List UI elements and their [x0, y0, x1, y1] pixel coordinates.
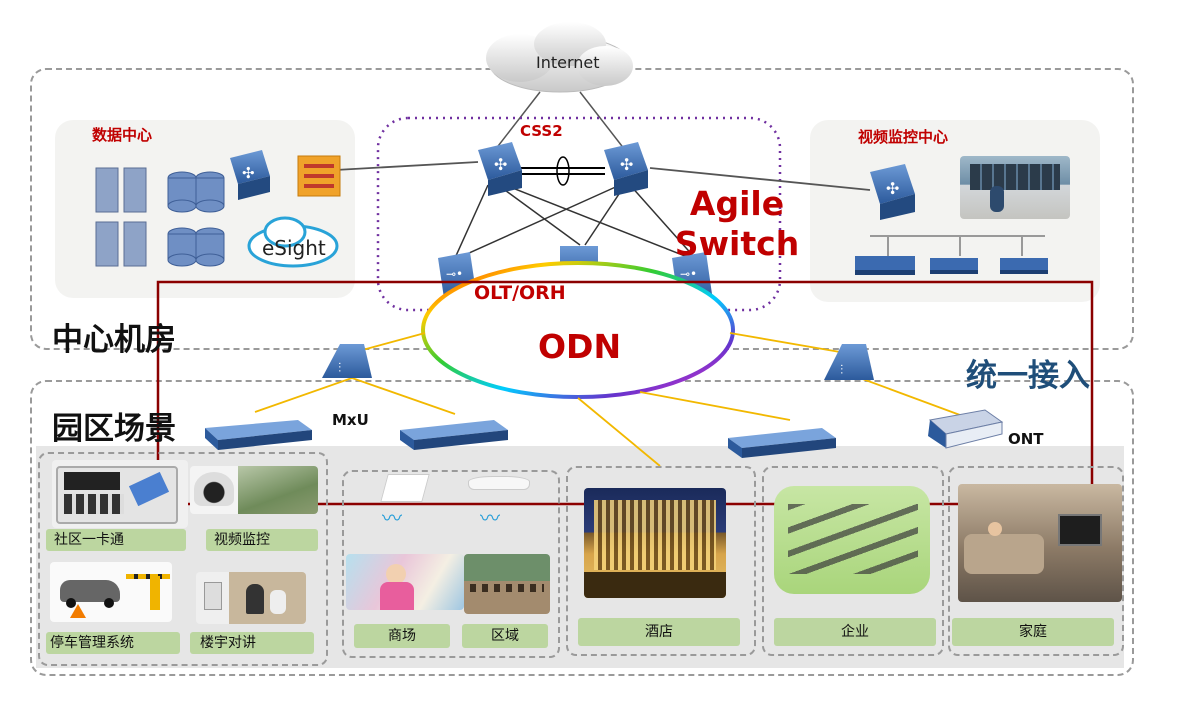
parking-photo [50, 562, 172, 622]
mxu-enterprise-icon [728, 428, 836, 458]
storage-icons [167, 171, 225, 267]
hotel-group [566, 466, 756, 656]
mxu-right-icon [400, 420, 508, 450]
firewall-icon [297, 155, 341, 197]
video-center-label: 视频监控中心 [858, 128, 949, 146]
css2-label: CSS2 [520, 122, 563, 140]
video-switch-icon: ✣ [870, 164, 915, 220]
video-caption: 视频监控 [206, 529, 318, 551]
card-reader-photo [52, 460, 188, 528]
intercom-caption: 楼宇对讲 [190, 632, 314, 654]
esight-label: eSight [262, 236, 326, 260]
splitter-right-icon: ⫶ [824, 344, 874, 380]
agile-switch-label: Agile Switch [674, 184, 800, 263]
home-caption: 家庭 [952, 618, 1114, 646]
svg-text:⊸•: ⊸• [446, 267, 463, 281]
olt-label: OLT/ORH [474, 282, 566, 304]
wifi-ap2-icon [468, 476, 530, 490]
area-caption: 区域 [462, 624, 548, 648]
wifi-signal-left-icon: 〰 [382, 506, 402, 530]
mall-group [342, 470, 560, 658]
mall-caption: 商场 [354, 624, 450, 648]
enterprise-photo [774, 486, 930, 594]
core-switch-left-icon: ✣ [478, 142, 522, 196]
esight-cloud-icon [247, 216, 339, 268]
svg-text:✣: ✣ [620, 155, 633, 174]
svg-text:✣: ✣ [494, 155, 507, 174]
ont-label: ONT [1008, 430, 1044, 448]
home-group [948, 466, 1124, 656]
monitoring-room-photo [960, 156, 1070, 219]
parking-caption: 停车管理系统 [46, 632, 180, 654]
odn-ring [421, 261, 735, 399]
mxu-left-icon [205, 420, 312, 450]
community-group [38, 452, 328, 666]
svg-text:✣: ✣ [886, 179, 899, 198]
server-icons [95, 167, 147, 267]
enterprise-group [762, 466, 944, 656]
home-photo [958, 484, 1122, 602]
dc-switch-icon: ✣ [230, 150, 270, 200]
hotel-caption: 酒店 [578, 618, 740, 646]
svg-text:✣: ✣ [242, 164, 255, 182]
internet-label: Internet [536, 53, 600, 72]
area-photo [464, 554, 550, 614]
odn-label: ODN [538, 327, 622, 366]
unified-access-label: 统一接入 [966, 358, 1090, 394]
data-center-label: 数据中心 [92, 126, 153, 144]
card-caption: 社区一卡通 [46, 529, 186, 551]
svg-text:⫶: ⫶ [840, 363, 843, 378]
core-switch-right-icon: ✣ [604, 142, 648, 196]
camera-photo [190, 466, 318, 514]
wifi-signal-right-icon: 〰 [480, 506, 500, 530]
campus-label: 园区场景 [52, 411, 176, 447]
intercom-photo [196, 572, 306, 624]
enterprise-caption: 企业 [774, 618, 936, 646]
mall-photo [346, 554, 464, 610]
internet-cloud-icon [486, 22, 633, 93]
wifi-ap-icon [380, 474, 430, 502]
core-room-label: 中心机房 [52, 322, 176, 358]
svg-text:⫶: ⫶ [338, 361, 341, 376]
splitter-left-icon: ⫶ [322, 344, 372, 378]
mxu-label: MxU [332, 411, 369, 429]
nvr-devices-icon [855, 256, 1048, 275]
svg-text:⊸•: ⊸• [680, 267, 697, 281]
hotel-photo [584, 488, 726, 598]
ont-icon [928, 409, 1004, 449]
